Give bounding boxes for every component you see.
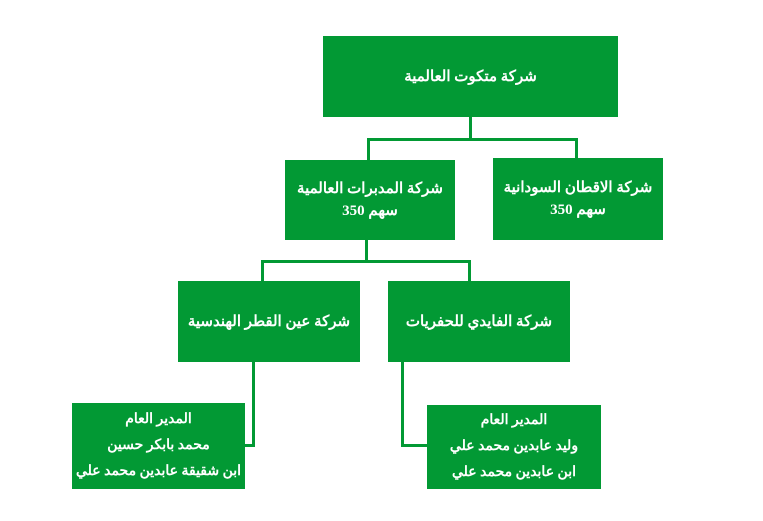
connector-root-drop-left (367, 138, 370, 162)
connector-l2-drop-right (468, 260, 471, 283)
connector-l2-stem (365, 240, 368, 263)
connector-root-drop-right (575, 138, 578, 160)
manager-name: محمد بابكر حسين (107, 438, 210, 453)
manager-relation: ابن عابدين محمد علي (452, 465, 576, 480)
connector-l2-crossbar (261, 260, 471, 263)
org-node-ain-alqatr-company: شركة عين القطر الهندسية (178, 281, 360, 362)
node-title: شركة المدبرات العالمية (297, 181, 443, 197)
connector-root-crossbar (367, 138, 578, 141)
node-title: شركة عين القطر الهندسية (187, 313, 351, 330)
manager-role: المدير العام (480, 413, 548, 428)
node-title: شركة الاقطان السودانية (503, 180, 653, 196)
connector-root-stem (469, 117, 472, 140)
connector-l3-left-elbow-horizontal (245, 444, 255, 447)
node-title: شركة متكوت العالمية (404, 68, 537, 85)
org-node-manager-right: المدير العام وليد عابدين محمد علي ابن عا… (427, 405, 601, 489)
connector-l3-left-elbow-vertical (252, 362, 255, 447)
org-node-manager-left: المدير العام محمد بابكر حسين ابن شقيقة ع… (72, 403, 245, 489)
manager-role: المدير العام (125, 412, 192, 427)
connector-l3-right-elbow-horizontal (401, 444, 428, 447)
org-node-root-company: شركة متكوت العالمية (323, 36, 618, 117)
manager-name: وليد عابدين محمد علي (449, 439, 579, 454)
org-node-aqtan-company: شركة الاقطان السودانية 350 سهم (493, 158, 663, 240)
node-shares: 350 سهم (550, 202, 606, 218)
connector-l3-right-elbow-vertical (401, 362, 404, 447)
manager-relation: ابن شقيقة عابدين محمد علي (75, 464, 242, 479)
org-node-alfaydi-company: شركة الفايدي للحفريات (388, 281, 570, 362)
node-title: شركة الفايدي للحفريات (405, 313, 553, 330)
org-node-modabarat-company: شركة المدبرات العالمية 350 سهم (285, 160, 455, 240)
node-shares: 350 سهم (342, 203, 398, 219)
connector-l2-drop-left (261, 260, 264, 283)
